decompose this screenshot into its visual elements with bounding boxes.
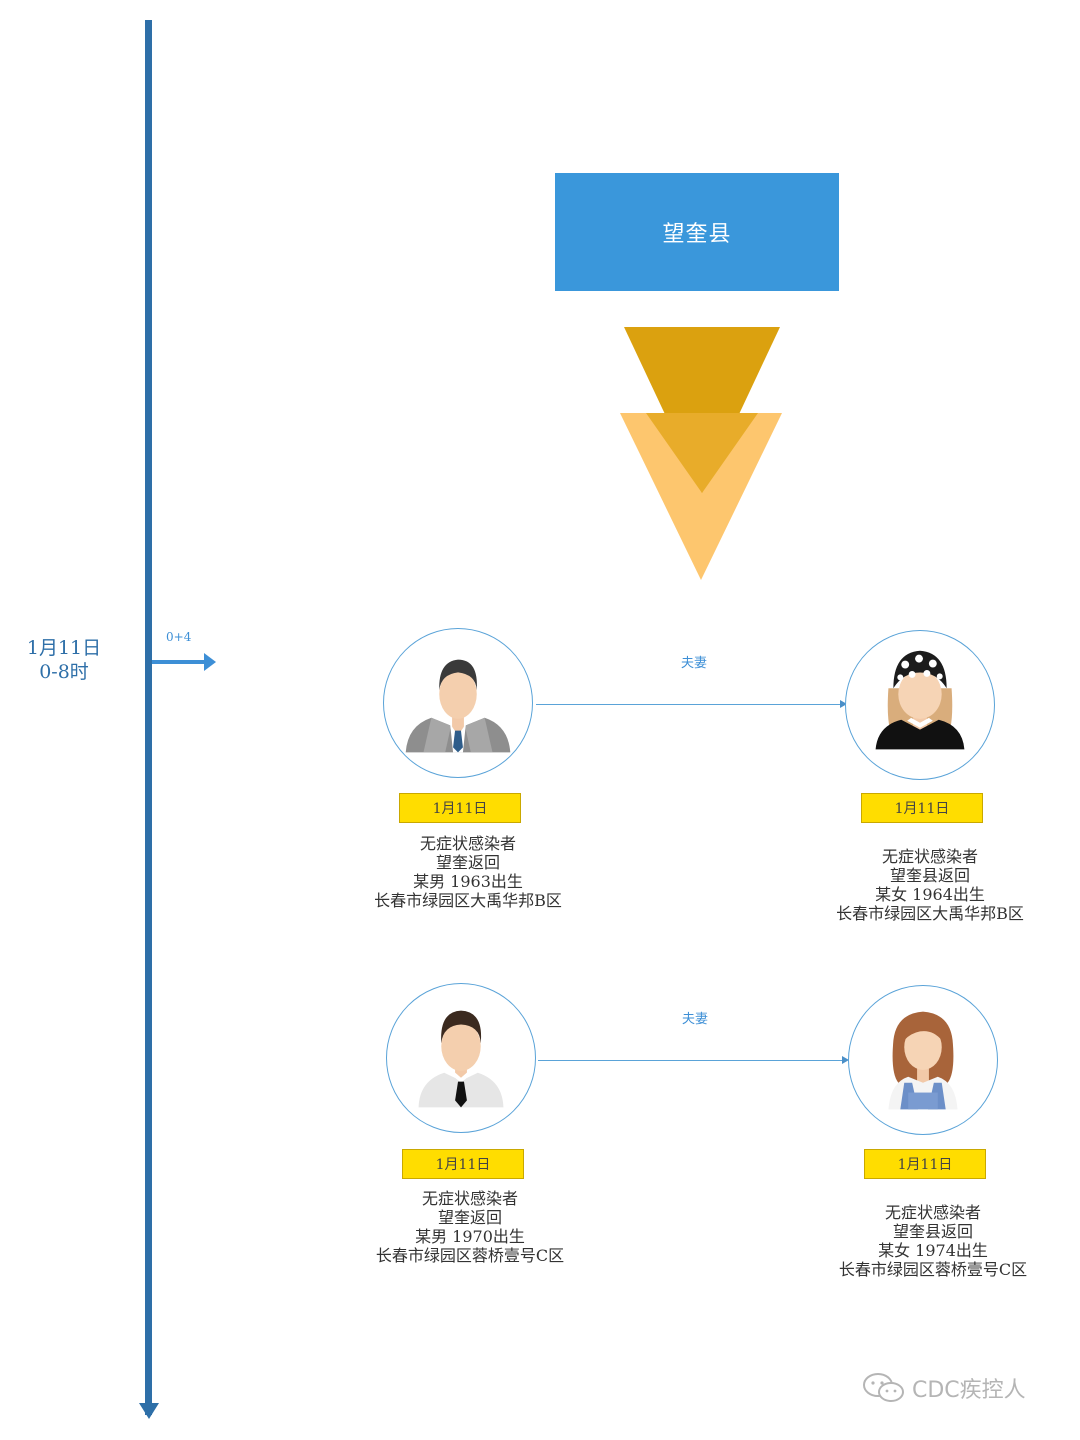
watermark-text: CDC疾控人 [912, 1378, 1026, 1403]
timeline-axis [145, 20, 152, 1415]
date-badge-wife-2: 1月11日 [864, 1149, 986, 1179]
man-with-tie-icon [418, 1010, 504, 1108]
timeline-date: 1月11日 [26, 637, 102, 659]
date-badge-husband-2: 1月11日 [402, 1149, 524, 1179]
timeline-branch-line [152, 660, 206, 664]
info-status: 无症状感染者 [884, 1203, 981, 1222]
info-address: 长春市绿园区大禹华邦B区 [836, 904, 1024, 923]
woman-in-dress-icon [888, 1011, 958, 1110]
avatar-husband-1 [383, 628, 533, 778]
date-badge-husband-1: 1月11日 [399, 793, 521, 823]
relation-label-2: 夫妻 [682, 1012, 709, 1027]
info-origin: 望奎返回 [435, 853, 500, 872]
timeline-branch-label: 0+4 [166, 630, 192, 644]
info-wife-1: 无症状感染者 望奎县返回 某女 1964出生 长春市绿园区大禹华邦B区 [800, 847, 1060, 923]
info-birth: 某男 1970出生 [415, 1227, 525, 1246]
timeline-hours: 0-8时 [39, 661, 89, 683]
avatar-wife-1 [845, 630, 995, 780]
avatar-wife-2 [848, 985, 998, 1135]
date-badge-wife-1: 1月11日 [861, 793, 983, 823]
relation-arrowhead-1 [840, 700, 847, 708]
man-in-suit-icon [405, 659, 511, 753]
relation-line-1 [536, 704, 840, 705]
woman-in-headscarf-icon [875, 650, 965, 750]
wechat-icon [863, 1373, 904, 1402]
info-address: 长春市绿园区蓉桥壹号C区 [375, 1246, 565, 1265]
info-birth: 某女 1964出生 [875, 885, 985, 904]
relation-line-2 [538, 1060, 842, 1061]
source-location-name: 望奎县 [662, 222, 732, 247]
relation-arrowhead-2 [842, 1056, 849, 1064]
info-origin: 望奎县返回 [889, 866, 970, 885]
timeline-arrowhead [139, 1403, 159, 1419]
info-husband-1: 无症状感染者 望奎返回 某男 1963出生 长春市绿园区大禹华邦B区 [338, 834, 598, 910]
info-address: 长春市绿园区大禹华邦B区 [374, 891, 562, 910]
avatar-husband-2 [386, 983, 536, 1133]
timeline-time-label: 1月11日 0-8时 [0, 636, 128, 684]
info-wife-2: 无症状感染者 望奎县返回 某女 1974出生 长春市绿园区蓉桥壹号C区 [803, 1203, 1063, 1279]
watermark: CDC疾控人 [862, 1372, 1026, 1404]
funnel-arrow-icon [620, 327, 782, 580]
info-address: 长春市绿园区蓉桥壹号C区 [838, 1260, 1028, 1279]
info-status: 无症状感染者 [419, 834, 516, 853]
info-birth: 某男 1963出生 [413, 872, 523, 891]
source-location-box: 望奎县 [555, 173, 839, 291]
info-origin: 望奎县返回 [892, 1222, 973, 1241]
info-status: 无症状感染者 [421, 1189, 518, 1208]
info-birth: 某女 1974出生 [878, 1241, 988, 1260]
info-origin: 望奎返回 [437, 1208, 502, 1227]
info-husband-2: 无症状感染者 望奎返回 某男 1970出生 长春市绿园区蓉桥壹号C区 [340, 1189, 600, 1265]
relation-label-1: 夫妻 [681, 656, 708, 671]
timeline-branch-arrowhead [204, 653, 216, 671]
info-status: 无症状感染者 [881, 847, 978, 866]
